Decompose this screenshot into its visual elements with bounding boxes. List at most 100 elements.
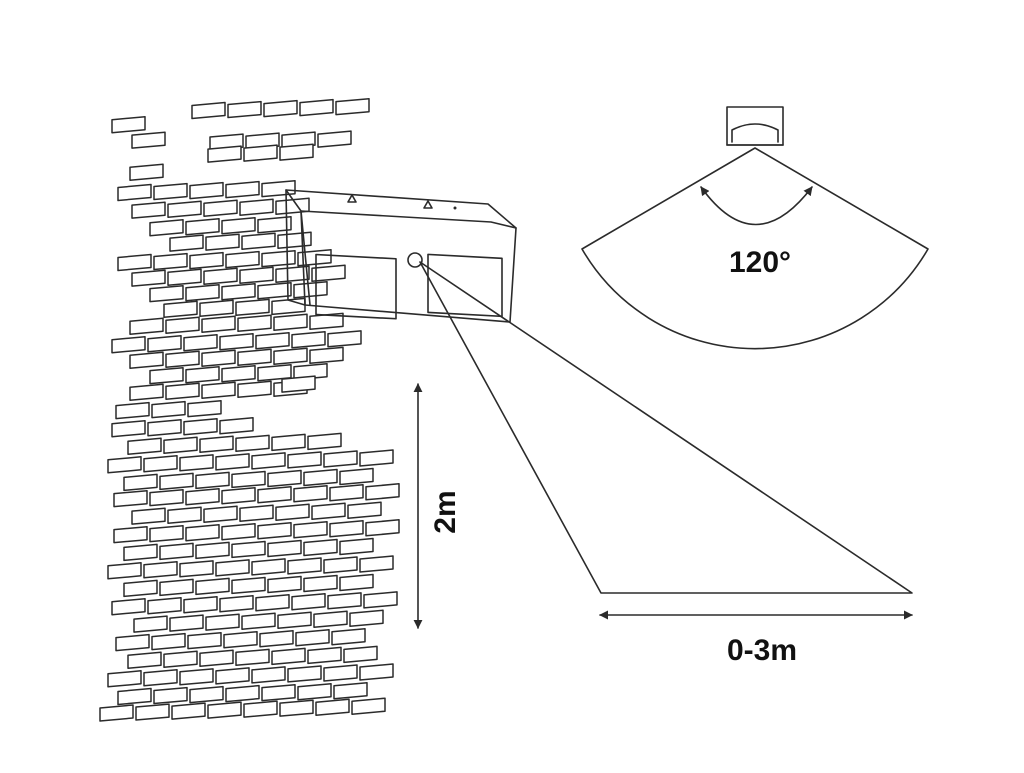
brick	[219, 333, 254, 351]
brick	[315, 698, 350, 716]
brick	[271, 647, 306, 666]
brick	[277, 611, 312, 629]
brick	[225, 684, 260, 703]
brick	[107, 562, 142, 580]
brick	[127, 651, 162, 669]
brick	[147, 418, 182, 437]
brick	[185, 217, 220, 236]
brick	[279, 699, 314, 717]
brick	[195, 471, 230, 490]
brick	[171, 702, 206, 720]
brick	[167, 200, 202, 218]
brick	[195, 577, 230, 596]
brick	[163, 650, 198, 669]
brick	[201, 315, 236, 333]
brick	[185, 487, 220, 506]
brick	[327, 592, 362, 610]
brick	[147, 334, 182, 353]
brick	[159, 542, 194, 561]
brick	[273, 347, 308, 366]
brick	[251, 558, 286, 576]
mount-tab-icon	[423, 200, 433, 209]
brick	[149, 366, 184, 385]
brick	[291, 331, 326, 349]
brick	[329, 484, 364, 502]
brick	[293, 281, 328, 299]
brick	[349, 609, 384, 628]
brick	[201, 349, 236, 367]
brick	[237, 380, 272, 399]
brick	[129, 163, 164, 181]
brick	[267, 575, 302, 594]
brick	[219, 595, 254, 613]
brick	[143, 455, 178, 473]
brick	[363, 591, 398, 609]
brick	[221, 522, 256, 541]
brick	[351, 697, 386, 715]
brick	[153, 252, 188, 271]
brick	[365, 519, 400, 537]
brick	[235, 298, 270, 317]
brick	[149, 218, 184, 237]
brick	[339, 467, 374, 486]
brick	[183, 334, 218, 352]
brick	[151, 632, 186, 651]
brick	[133, 615, 168, 633]
brick	[195, 541, 230, 560]
brick	[243, 144, 278, 162]
brick	[307, 432, 342, 451]
brick	[185, 523, 220, 542]
brick	[199, 435, 234, 454]
brick	[123, 579, 158, 598]
brick	[183, 596, 218, 614]
brick	[293, 485, 328, 503]
brick	[261, 249, 296, 268]
brick	[317, 130, 352, 148]
brick	[333, 681, 368, 700]
brick	[323, 556, 358, 574]
brick	[179, 560, 214, 578]
brick	[241, 232, 276, 250]
brick	[113, 525, 148, 544]
brick	[313, 610, 348, 628]
pir-sensor-icon	[407, 252, 423, 268]
brick	[219, 417, 254, 435]
angle-label: 120°	[729, 246, 791, 279]
brick	[215, 453, 250, 471]
brick	[107, 456, 142, 474]
brick	[149, 524, 184, 543]
brick	[225, 180, 260, 199]
brick	[335, 97, 370, 116]
brick	[275, 265, 310, 283]
brick	[359, 555, 394, 573]
mount-tab-icon	[347, 194, 357, 203]
brick	[131, 201, 166, 219]
brick	[205, 613, 240, 631]
brick	[323, 664, 358, 682]
brick	[163, 300, 198, 319]
brick	[99, 704, 134, 722]
brick	[223, 630, 258, 649]
brick	[261, 179, 296, 198]
brick	[273, 313, 308, 332]
brick	[189, 251, 224, 270]
brick	[167, 506, 202, 524]
brick	[347, 501, 382, 520]
brick-wall	[99, 97, 400, 722]
brick	[309, 312, 344, 331]
brick	[221, 486, 256, 505]
brick	[277, 231, 312, 249]
brick	[187, 399, 222, 418]
brick	[127, 437, 162, 455]
brick	[143, 669, 178, 687]
brick	[255, 594, 290, 612]
brick	[365, 483, 400, 501]
brick	[169, 234, 204, 252]
brick	[117, 253, 152, 272]
sensor-top-view: 120°	[581, 106, 929, 350]
brick	[201, 381, 236, 399]
brick	[179, 668, 214, 686]
brick	[251, 666, 286, 684]
brick	[329, 520, 364, 538]
